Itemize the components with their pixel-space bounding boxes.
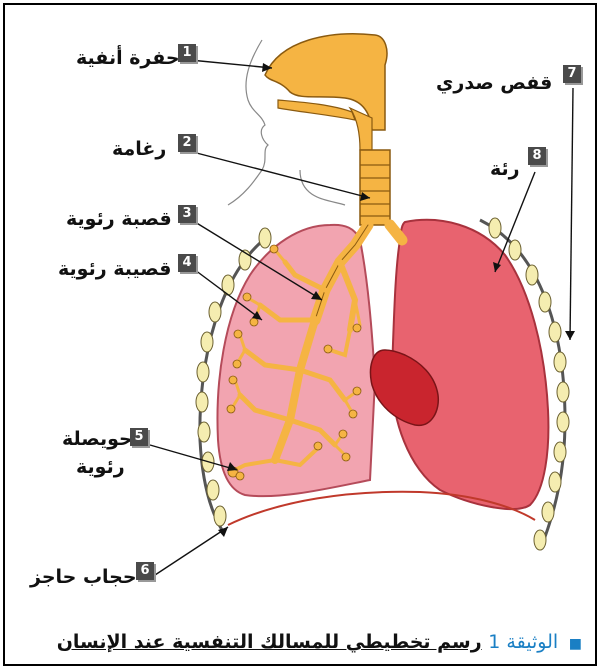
- label-lung: رئة: [490, 158, 520, 180]
- leader-7: [570, 88, 573, 340]
- label-number-3: 3: [178, 205, 196, 223]
- trachea: [360, 150, 390, 225]
- palate: [278, 100, 355, 120]
- leader-6: [155, 527, 228, 575]
- neck-outline: [300, 170, 345, 205]
- caption-document-tag: الوثيقة 1: [488, 631, 558, 653]
- label-alveolus-line1: حويصلة: [62, 428, 133, 450]
- figure-caption: ■ الوثيقة 1 رسم تخطيطي للمسالك التنفسية …: [57, 631, 582, 653]
- label-rib-cage: قفص صدري: [436, 72, 552, 94]
- label-alveolus-line2: رئوية: [76, 456, 125, 478]
- label-number-4: 4: [178, 254, 196, 272]
- label-number-5: 5: [130, 428, 148, 446]
- label-bronchiole: قصيبة رئوية: [58, 258, 171, 280]
- leader-2: [185, 150, 370, 198]
- label-bronchus: قصبة رئوية: [66, 208, 172, 230]
- caption-text: رسم تخطيطي للمسالك التنفسية عند الإنسان: [57, 631, 482, 653]
- label-number-6: 6: [136, 562, 154, 580]
- label-number-7: 7: [563, 65, 581, 83]
- label-number-1: 1: [178, 44, 196, 62]
- label-number-8: 8: [528, 147, 546, 165]
- label-trachea: رغامة: [112, 138, 166, 160]
- label-diaphragm: حجاب حاجز: [30, 566, 137, 588]
- caption-bullet: ■: [569, 636, 582, 652]
- label-nasal-cavity: حفرة أنفية: [76, 47, 180, 69]
- label-number-2: 2: [178, 134, 196, 152]
- leader-1: [190, 60, 272, 68]
